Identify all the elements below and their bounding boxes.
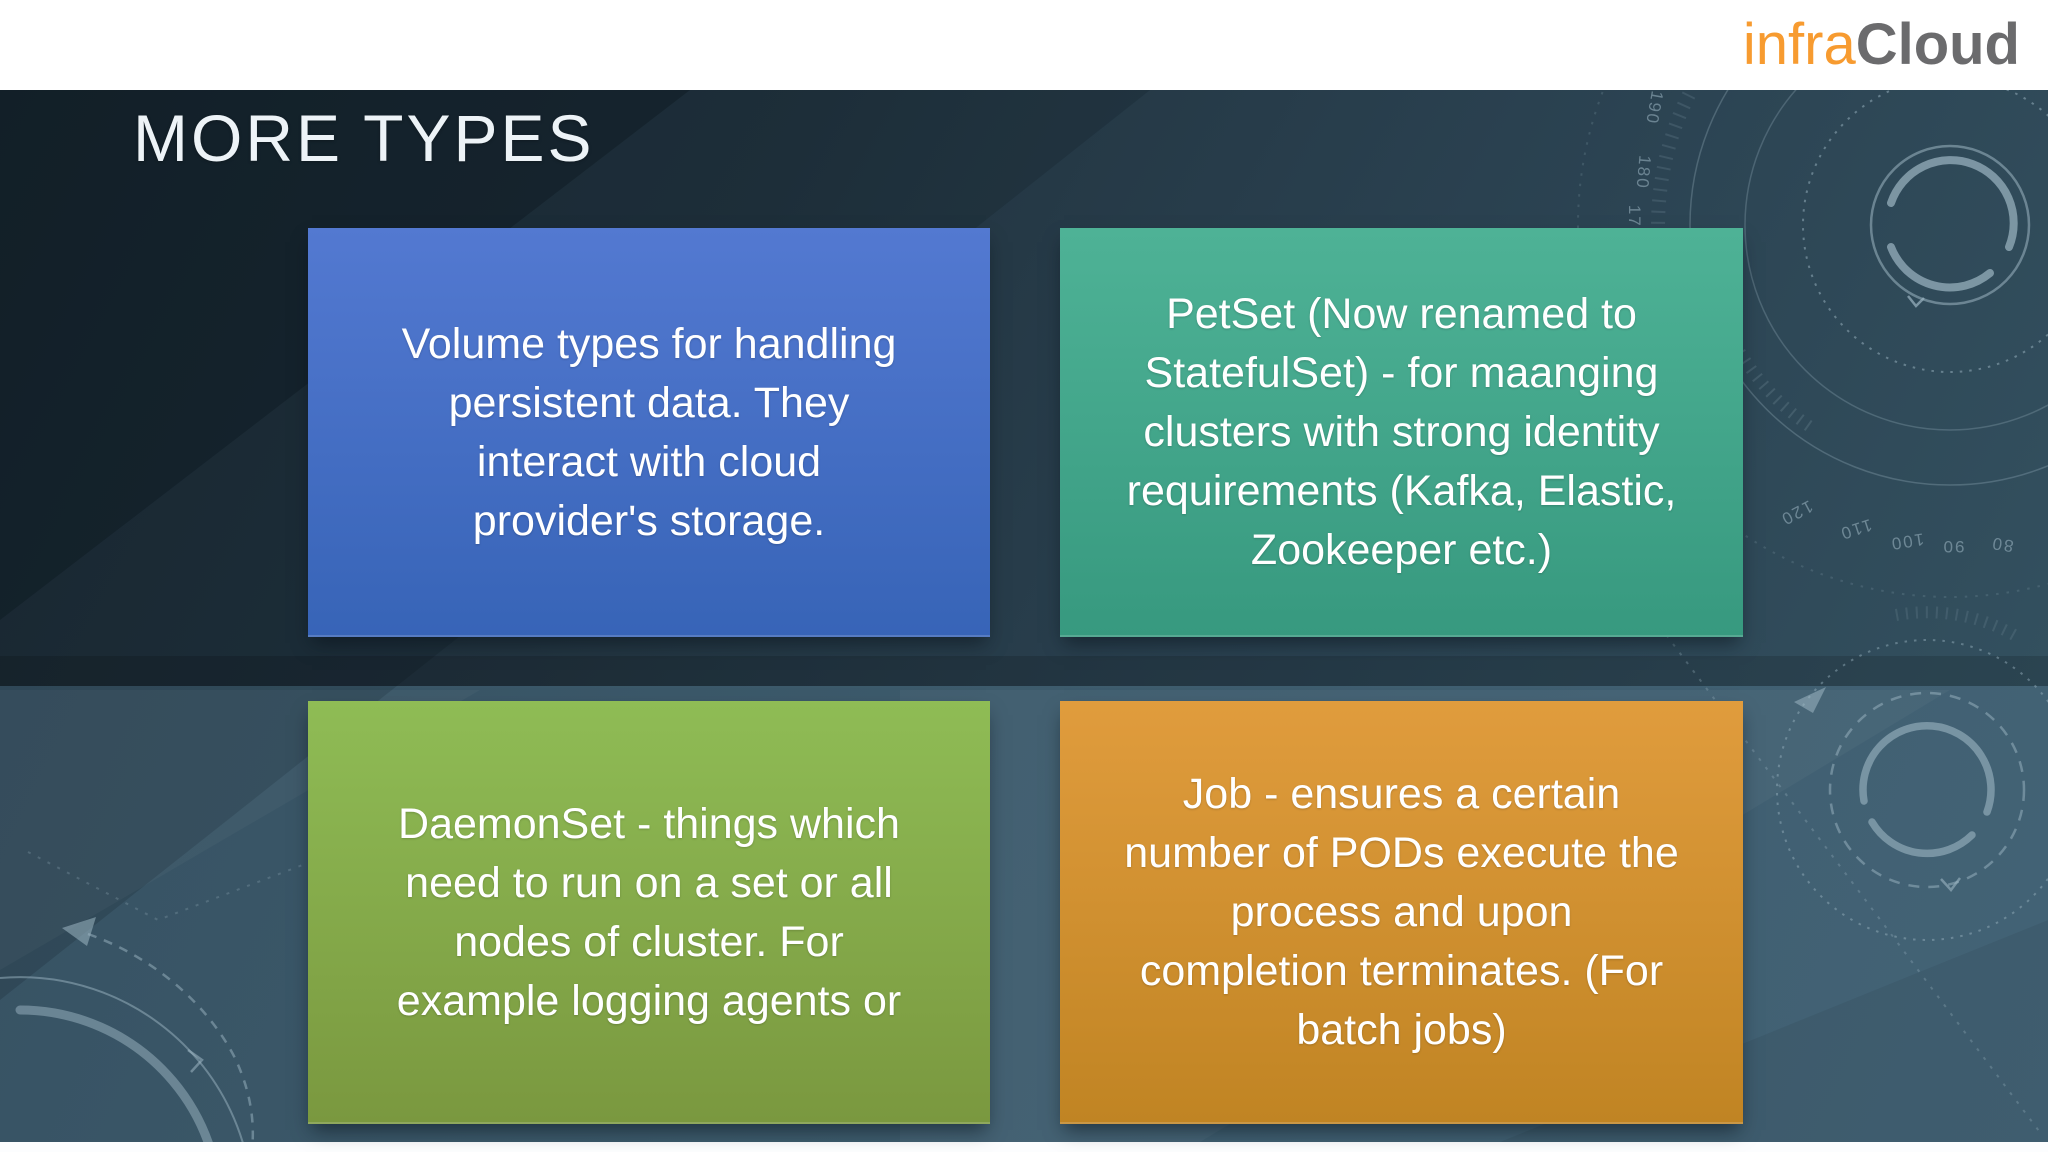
dial-ring-thick-arc-a [1891,160,2014,247]
arrow-left-icon [62,917,96,946]
dial-ring-dashed [1830,693,2024,887]
dial-number: 110 [1837,515,1874,543]
dial-ring-thin-arc [0,977,253,1142]
page-title: MORE TYPES [133,101,595,175]
background-decoration: 190 180 170 120 110 100 90 80 [0,90,2048,1142]
dial-ring-thick-arc [20,1010,220,1142]
dial-ring-thin-outer2 [1690,90,2048,485]
dotted-diagonal-line [1640,600,2042,1135]
dial-tick-comb-left [1658,90,1850,371]
dial-number: 190 [1642,90,1667,127]
dial-ring-thick-arc-b [1872,822,1972,853]
dial-number: 180 [1633,155,1655,191]
dial-ring-thin-outer [1745,90,2048,430]
chevron-down-icon [1908,296,1924,306]
dial-numbers: 190 180 170 120 110 100 90 80 [1625,90,2015,556]
dashed-arc-path [88,934,253,1142]
chevron-down-icon [1941,878,1960,890]
dotted-v-lines [28,850,342,920]
dial-bottom-right [1777,612,2048,940]
dial-number: 90 [1942,537,1965,556]
dial-ring-thick-arc-a [1863,726,1991,812]
dial-bottom-left [0,850,342,1142]
dial-top-right [1578,90,2048,597]
arrow-up-left-icon [1794,687,1826,713]
dial-number: 80 [1989,533,2015,555]
bottom-edge-strip [0,1142,2048,1152]
dial-ring-thin-inner [1871,146,2029,304]
dial-number: 120 [1777,496,1816,529]
dial-ring-thick-arc-b [1891,247,1990,287]
dial-number: 100 [1888,529,1925,553]
chevron-right-icon [188,1050,202,1072]
logo-text-infra: infra [1742,12,1856,77]
dial-tick-comb-top [1896,612,2016,636]
logo-text-cloud: Cloud [1855,12,2020,77]
dial-ring-dotted [1777,640,2048,940]
